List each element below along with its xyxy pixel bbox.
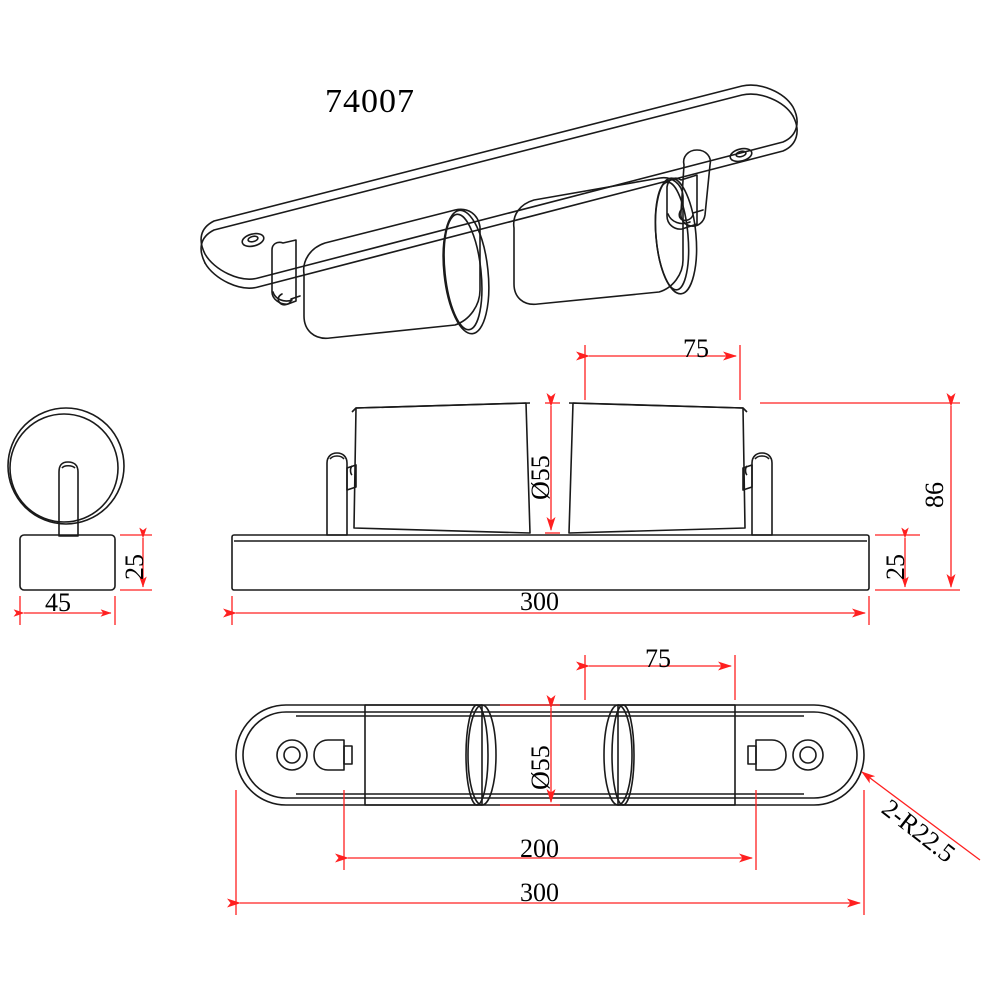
dim-plan-center-spacing: 200 (520, 834, 559, 863)
dimension-lines (13, 345, 981, 915)
dim-front-head-diameter: Ø55 (526, 455, 555, 500)
isometric-view (200, 84, 798, 340)
dim-side-base-height: 25 (120, 554, 149, 580)
dim-plan-overall-length: 300 (520, 878, 559, 907)
dim-front-overall-height: 86 (920, 482, 949, 508)
dim-front-overall-length: 300 (520, 587, 559, 616)
dim-plan-head-width: 75 (645, 644, 671, 673)
side-elevation-view (7, 407, 125, 591)
dim-plan-head-diameter: Ø55 (526, 745, 555, 790)
dim-front-base-thickness: 25 (881, 554, 910, 580)
dim-side-base-width: 45 (45, 588, 71, 617)
front-elevation-view (231, 402, 870, 591)
dim-front-head-width: 75 (683, 334, 709, 363)
drawing-title: 74007 (325, 83, 415, 120)
